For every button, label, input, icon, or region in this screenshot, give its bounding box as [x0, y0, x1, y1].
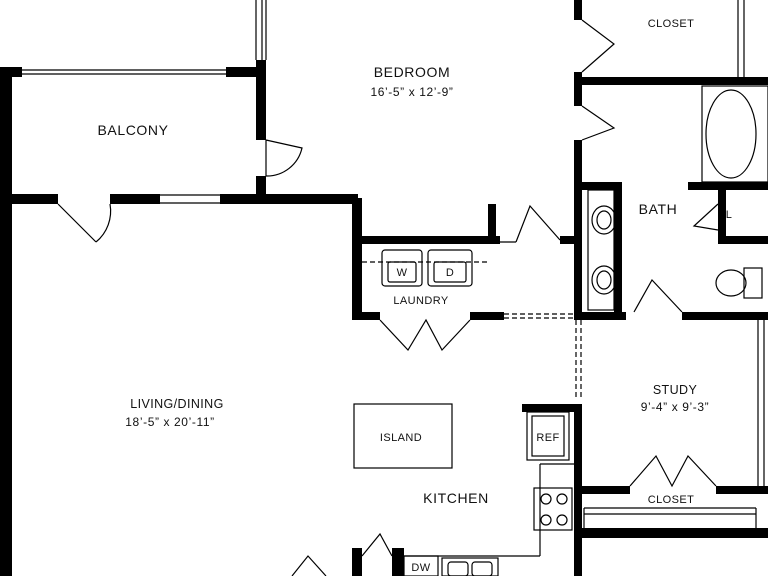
linen-label: L [726, 209, 733, 221]
doors [57, 19, 719, 576]
stove-icon [533, 487, 573, 531]
dryer-label: D [446, 267, 454, 279]
washer-icon: W [381, 249, 423, 287]
bedroom-label: BEDROOM [374, 64, 451, 80]
dryer-icon: D [427, 249, 473, 287]
island-label: ISLAND [380, 432, 422, 444]
closet-bottom-label: CLOSET [648, 494, 694, 506]
laundry-label: LAUNDRY [393, 295, 448, 307]
refrigerator-icon: REF [526, 411, 570, 461]
kitchen-sink-icon [441, 557, 499, 576]
living-dining-label: LIVING/DINING [130, 397, 223, 411]
study-label: STUDY [653, 383, 698, 397]
bedroom-dimensions: 16’-5” x 12’-9” [370, 85, 453, 99]
washer-label: W [397, 267, 408, 279]
living-dining-dimensions: 18’-5” x 20’-11” [125, 415, 214, 429]
dishwasher-label: DW [411, 562, 430, 574]
windows-and-fixtures [22, 0, 768, 557]
island: ISLAND [353, 403, 453, 469]
bath-label: BATH [639, 201, 678, 217]
balcony-label: BALCONY [97, 122, 168, 138]
study-dimensions: 9’-4” x 9’-3” [641, 400, 709, 414]
kitchen-label: KITCHEN [423, 490, 489, 506]
sink-icon [591, 205, 617, 295]
linen-closet: L [726, 209, 733, 221]
closet-top-label: CLOSET [648, 18, 694, 30]
dishwasher-icon: DW [403, 555, 439, 576]
toilet-icon [715, 267, 763, 299]
refrigerator-label: REF [536, 432, 559, 444]
